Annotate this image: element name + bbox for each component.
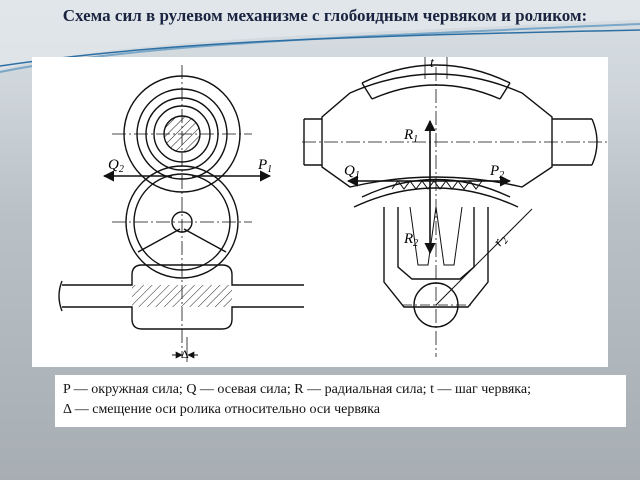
label-q1: Q1 <box>344 163 360 181</box>
label-t: t <box>430 57 435 71</box>
caption-line-1: P — окружная сила; Q — осевая сила; R — … <box>63 382 532 397</box>
label-p1: P1 <box>257 157 272 175</box>
label-p2: P2 <box>489 163 504 181</box>
label-delta: Δ <box>181 347 189 361</box>
label-q2: Q2 <box>108 157 124 175</box>
mechanism-diagram: Q2 P1 Δ <box>58 56 607 362</box>
left-view <box>58 65 304 362</box>
label-r2: R2 <box>403 231 418 249</box>
right-view <box>302 57 607 357</box>
page-title: Схема сил в рулевом механизме с глобоидн… <box>62 6 588 25</box>
label-r1: R1 <box>403 127 418 145</box>
roller-fork <box>383 207 489 308</box>
caption-line-2: Δ — смещение оси ролика относительно оси… <box>63 402 381 417</box>
legend-caption: P — окружная сила; Q — осевая сила; R — … <box>55 375 626 427</box>
diagram-panel: Q2 P1 Δ <box>32 56 608 367</box>
